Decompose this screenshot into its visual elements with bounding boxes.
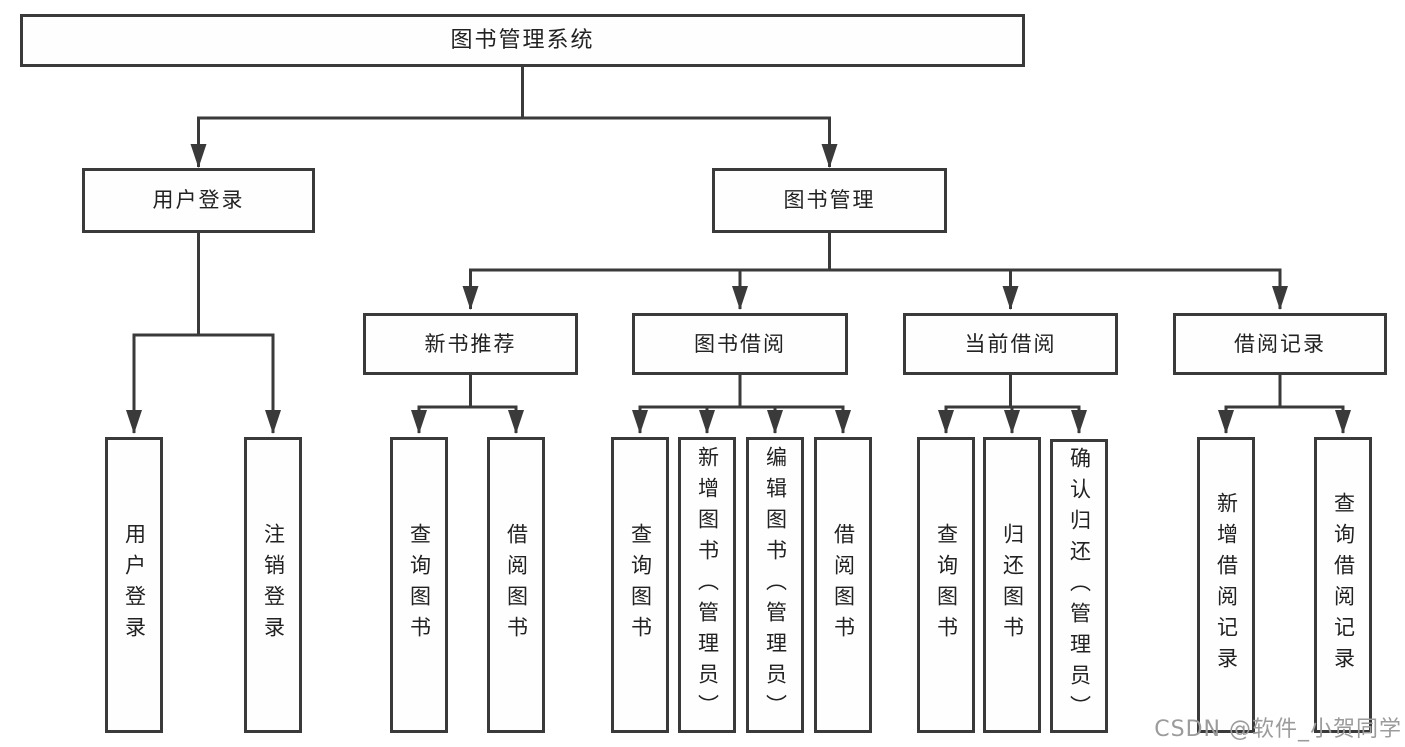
node-library-management-system: 图书管理系统 (20, 14, 1025, 67)
node-label: 当前借阅 (964, 331, 1057, 356)
node-label: 编辑图书（管理员） (763, 445, 788, 725)
node-label: 借阅图书 (831, 523, 856, 647)
leaf-add-borrow-record: 新增借阅记录 (1197, 437, 1255, 733)
leaf-borrow-books-2: 借阅图书 (814, 437, 872, 733)
node-current-borrowing: 当前借阅 (903, 313, 1118, 375)
node-label: 确认归还（管理员） (1067, 446, 1092, 726)
leaf-edit-books-admin: 编辑图书（管理员） (746, 437, 804, 733)
node-label: 图书管理 (783, 188, 876, 212)
node-label: 归还图书 (1000, 523, 1025, 647)
node-label: 借阅记录 (1234, 331, 1326, 356)
node-label: 新增图书（管理员） (695, 445, 720, 725)
node-label: 用户登录 (152, 188, 245, 212)
node-user-login: 用户登录 (82, 168, 315, 233)
node-new-book-recommend: 新书推荐 (363, 313, 578, 375)
leaf-borrow-books-1: 借阅图书 (487, 437, 545, 733)
node-book-borrowing: 图书借阅 (632, 313, 848, 375)
node-label: 注销登录 (261, 523, 286, 647)
node-label: 借阅图书 (504, 523, 529, 647)
node-label: 查询借阅记录 (1331, 492, 1356, 678)
node-label: 图书管理系统 (450, 27, 595, 53)
node-book-management: 图书管理 (712, 168, 947, 233)
node-label: 查询图书 (628, 523, 653, 647)
leaf-logout: 注销登录 (244, 437, 302, 733)
node-label: 查询图书 (407, 523, 432, 647)
leaf-query-books-2: 查询图书 (611, 437, 669, 733)
leaf-query-books-1: 查询图书 (390, 437, 448, 733)
leaf-add-books-admin: 新增图书（管理员） (678, 437, 736, 733)
node-label: 图书借阅 (694, 331, 786, 356)
node-label: 用户登录 (122, 523, 147, 647)
leaf-query-books-3: 查询图书 (917, 437, 975, 733)
node-label: 新增借阅记录 (1214, 492, 1239, 678)
node-borrowing-records: 借阅记录 (1173, 313, 1387, 375)
leaf-query-borrow-record: 查询借阅记录 (1314, 437, 1372, 733)
node-label: 新书推荐 (424, 331, 517, 356)
leaf-user-login: 用户登录 (105, 437, 163, 733)
node-label: 查询图书 (934, 523, 959, 647)
leaf-confirm-return-admin: 确认归还（管理员） (1050, 439, 1108, 733)
leaf-return-books: 归还图书 (983, 437, 1041, 733)
csdn-watermark: CSDN @软件_小贺同学 (1154, 717, 1402, 742)
